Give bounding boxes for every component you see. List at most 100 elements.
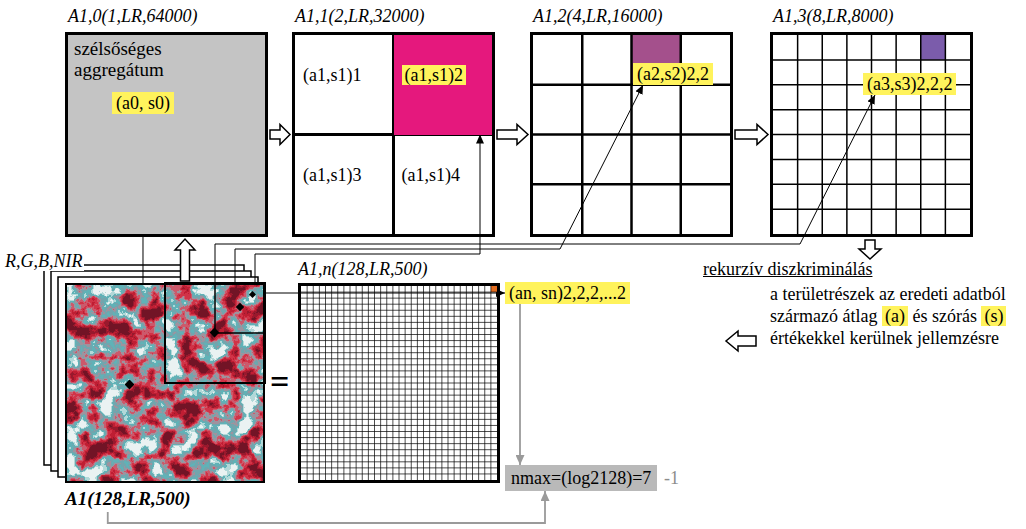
note-number: -1 bbox=[664, 468, 679, 488]
grid-lines bbox=[301, 286, 497, 480]
grid-line bbox=[301, 340, 497, 341]
grid-cell: (a1,s1)2 bbox=[394, 35, 493, 135]
grid-line bbox=[301, 346, 497, 347]
grid-line bbox=[301, 334, 497, 335]
grid-line bbox=[301, 473, 497, 474]
grid-line bbox=[301, 316, 497, 317]
grid-line bbox=[773, 59, 970, 61]
grid-lines bbox=[773, 35, 970, 234]
block-arrow bbox=[726, 331, 756, 351]
block-arrow bbox=[859, 240, 881, 259]
grid-cell: (a1,s1)3 bbox=[295, 135, 394, 235]
sample-marker bbox=[210, 328, 220, 338]
grid-line bbox=[773, 208, 970, 210]
sample-marker bbox=[125, 380, 135, 390]
grid-line bbox=[301, 455, 497, 456]
connector bbox=[519, 304, 521, 465]
grid-line bbox=[301, 407, 497, 408]
grid-line bbox=[773, 134, 970, 136]
note-paragraph: a területrészek az eredeti adatból szárm… bbox=[770, 283, 1008, 349]
block-arrow bbox=[270, 125, 290, 145]
node-label: (a3,s3)2,2,2 bbox=[867, 74, 952, 94]
symbol-highlight: (s) bbox=[981, 306, 1006, 326]
quadrant-outline bbox=[165, 283, 265, 383]
grid-line bbox=[301, 328, 497, 329]
selected-cell bbox=[921, 35, 946, 60]
note-text: értékekkel kerülnek jellemzésre bbox=[770, 328, 999, 348]
grid-line bbox=[301, 322, 497, 323]
grid-panel: A1,2(4,LR,16000)(a2,s2)2,2 bbox=[530, 32, 733, 237]
note-text: és szórás bbox=[912, 306, 976, 326]
aggregate-panel: A1,0(1,LR,64000)szélsőséges aggregátum(a… bbox=[65, 32, 268, 237]
grid-line bbox=[301, 292, 497, 293]
grid-line bbox=[301, 413, 497, 414]
grid-panel: A1,1(2,LR,32000)(a1,s1)1(a1,s1)2(a1,s1)3… bbox=[292, 32, 495, 237]
grid-line bbox=[301, 419, 497, 420]
panel-heading: A1,n(128,LR,500) bbox=[298, 259, 428, 279]
grid-line bbox=[301, 370, 497, 371]
grid-line bbox=[301, 383, 497, 384]
grid-line bbox=[301, 358, 497, 359]
value-tag: (an, sn)2,2,2,...2 bbox=[505, 282, 630, 304]
node-label: nmax=(log2128)=7 bbox=[511, 468, 651, 488]
satellite-image bbox=[65, 283, 265, 483]
grid-line bbox=[301, 395, 497, 396]
node-label: (an, sn)2,2,2,...2 bbox=[509, 283, 626, 303]
equals-sign: = bbox=[270, 362, 289, 402]
grid-panel: A1,n(128,LR,500) bbox=[298, 283, 500, 483]
grid-line bbox=[773, 159, 970, 161]
grid-line bbox=[533, 133, 730, 136]
grid-line bbox=[301, 389, 497, 390]
grid-line bbox=[301, 437, 497, 438]
grid-line bbox=[301, 425, 497, 426]
value-tag: (a0, s0) bbox=[112, 92, 174, 114]
node-label: (a1,s1)1 bbox=[303, 65, 361, 85]
panel-heading: A1,0(1,LR,64000) bbox=[68, 6, 198, 26]
grid-line bbox=[301, 443, 497, 444]
panel-heading: A1,2(4,LR,16000) bbox=[533, 6, 663, 26]
process-title: rekurzív diszkriminálás bbox=[703, 259, 872, 279]
sample-marker bbox=[236, 303, 244, 311]
grid-line bbox=[773, 109, 970, 111]
node-label: (a1,s1)2 bbox=[402, 65, 466, 85]
selected-cell bbox=[491, 286, 497, 292]
grid-cell: (a1,s1)4 bbox=[394, 135, 493, 235]
node-label: (a0, s0) bbox=[116, 93, 170, 113]
block-arrow bbox=[497, 125, 528, 145]
panel-text: szélsőséges aggregátum bbox=[74, 38, 199, 80]
grid-line bbox=[301, 376, 497, 377]
grid-cell: (a1,s1)1 bbox=[295, 35, 394, 135]
node-label: (a1,s1)3 bbox=[303, 165, 361, 185]
connector bbox=[255, 135, 480, 284]
grid-panel: A1,3(8,LR,8000)(a3,s3)2,2,2 bbox=[770, 32, 973, 237]
node-label: (a1,s1)4 bbox=[402, 165, 460, 185]
value-tag: (a3,s3)2,2,2 bbox=[863, 73, 956, 95]
symbol-highlight: (a) bbox=[882, 306, 908, 326]
grid-line bbox=[301, 461, 497, 462]
connector bbox=[215, 95, 875, 283]
panel-heading: R,G,B,NIR bbox=[3, 251, 84, 271]
connector bbox=[265, 293, 505, 294]
panel-heading: A1,3(8,LR,8000) bbox=[773, 6, 894, 26]
grid-line bbox=[533, 183, 730, 186]
grid-line bbox=[301, 431, 497, 432]
sample-marker bbox=[249, 291, 256, 298]
grid-line bbox=[301, 310, 497, 311]
grid-line bbox=[301, 304, 497, 305]
block-arrow bbox=[735, 125, 768, 145]
grid-line bbox=[301, 298, 497, 299]
grid-line bbox=[301, 449, 497, 450]
panel-heading: A1(128,LR,500) bbox=[65, 489, 191, 509]
block-arrow bbox=[175, 239, 195, 281]
quadrant-outline bbox=[215, 283, 265, 333]
formula-box: nmax=(log2128)=7 bbox=[505, 465, 657, 491]
grid-line bbox=[301, 401, 497, 402]
grid-line bbox=[773, 184, 970, 186]
panel-heading: A1,1(2,LR,32000) bbox=[295, 6, 425, 26]
node-label: (a2,s2)2,2 bbox=[637, 64, 709, 84]
image-frame: R,G,B,NIRA1(128,LR,500) bbox=[65, 283, 265, 483]
grid-line bbox=[301, 364, 497, 365]
grid-line bbox=[301, 352, 497, 353]
grid-line bbox=[301, 467, 497, 468]
